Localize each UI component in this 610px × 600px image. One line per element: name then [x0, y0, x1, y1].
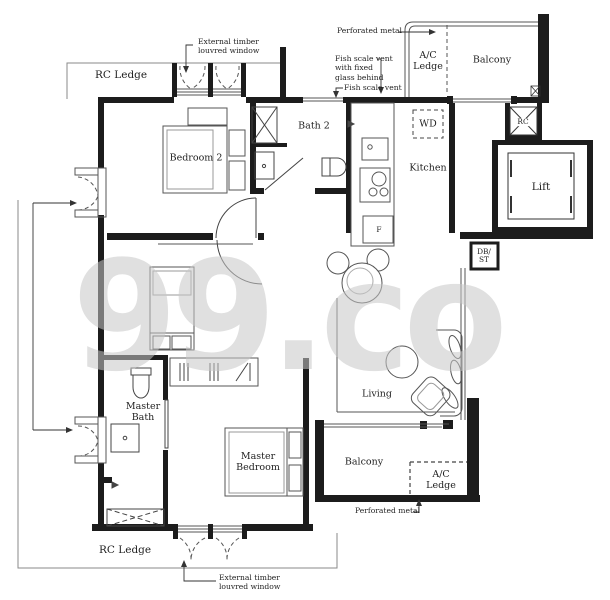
sofa [410, 329, 463, 417]
shutter-box-icon [530, 85, 541, 97]
room-label-lift: Lift [531, 180, 551, 193]
annotation-perforated-top: Perforated metal [337, 26, 402, 35]
kitchen-counter [350, 102, 444, 247]
ac-ledge-top-boundary [404, 21, 538, 97]
annotation-ext-window-bottom: External timber louvred window [219, 573, 281, 592]
bedroom2-furniture [162, 107, 246, 194]
master-bath-fixtures [106, 367, 165, 527]
db-st-box [469, 241, 500, 271]
coffee-table [385, 345, 419, 379]
room-label-rc-ledge-top: RC Ledge [95, 69, 148, 81]
annotation-fish-vent: Fish scale vent [344, 83, 402, 92]
room-label-rc-ledge-bottom: RC Ledge [99, 544, 152, 556]
room-label-rc: RC [516, 117, 530, 127]
annotation-perforated-bottom: Perforated metal [355, 506, 420, 515]
casement-window-bedroom2 [74, 167, 107, 218]
sliding-door-balcony-bottom [324, 423, 449, 428]
rc-ledge-outline [17, 62, 338, 569]
room-label-ac-ledge-bottom: A/C Ledge [426, 468, 456, 491]
vent-window-strip [303, 97, 343, 102]
ac-ledge-bottom-boundary [409, 461, 467, 495]
lift-symbol [507, 152, 575, 220]
louvred-window-top [172, 63, 246, 97]
room-label-master-bath: Master Bath [125, 400, 161, 423]
master-bedroom-furniture [149, 266, 304, 497]
thin-partitions [158, 243, 466, 420]
casement-window-master-bath [74, 416, 107, 464]
room-label-kitchen: Kitchen [409, 162, 447, 174]
annotation-leaders [32, 29, 436, 582]
annotation-ext-window-top: External timber louvred window [198, 37, 260, 56]
room-label-wd: WD [419, 118, 437, 130]
bath2-fixtures [251, 106, 356, 180]
annotation-fish-vent-glass: Fish scale vent with fixed glass behind [335, 54, 393, 82]
room-label-db-st: DB/ ST [477, 247, 491, 264]
doors [164, 157, 304, 449]
room-label-master-bedroom: Master Bedroom [236, 450, 280, 473]
room-label-bath2: Bath 2 [298, 120, 330, 132]
room-label-ac-ledge-top: A/C Ledge [413, 49, 443, 72]
room-label-living: Living [362, 388, 392, 400]
room-label-balcony-bottom: Balcony [344, 456, 384, 468]
room-label-bedroom2: Bedroom 2 [169, 152, 223, 164]
walls [92, 14, 593, 531]
room-label-balcony-top: Balcony [472, 54, 512, 66]
dining-set [326, 248, 390, 304]
room-label-fridge: F [376, 225, 382, 235]
louvred-window-bottom [173, 524, 247, 561]
sliding-window-top [453, 98, 511, 103]
